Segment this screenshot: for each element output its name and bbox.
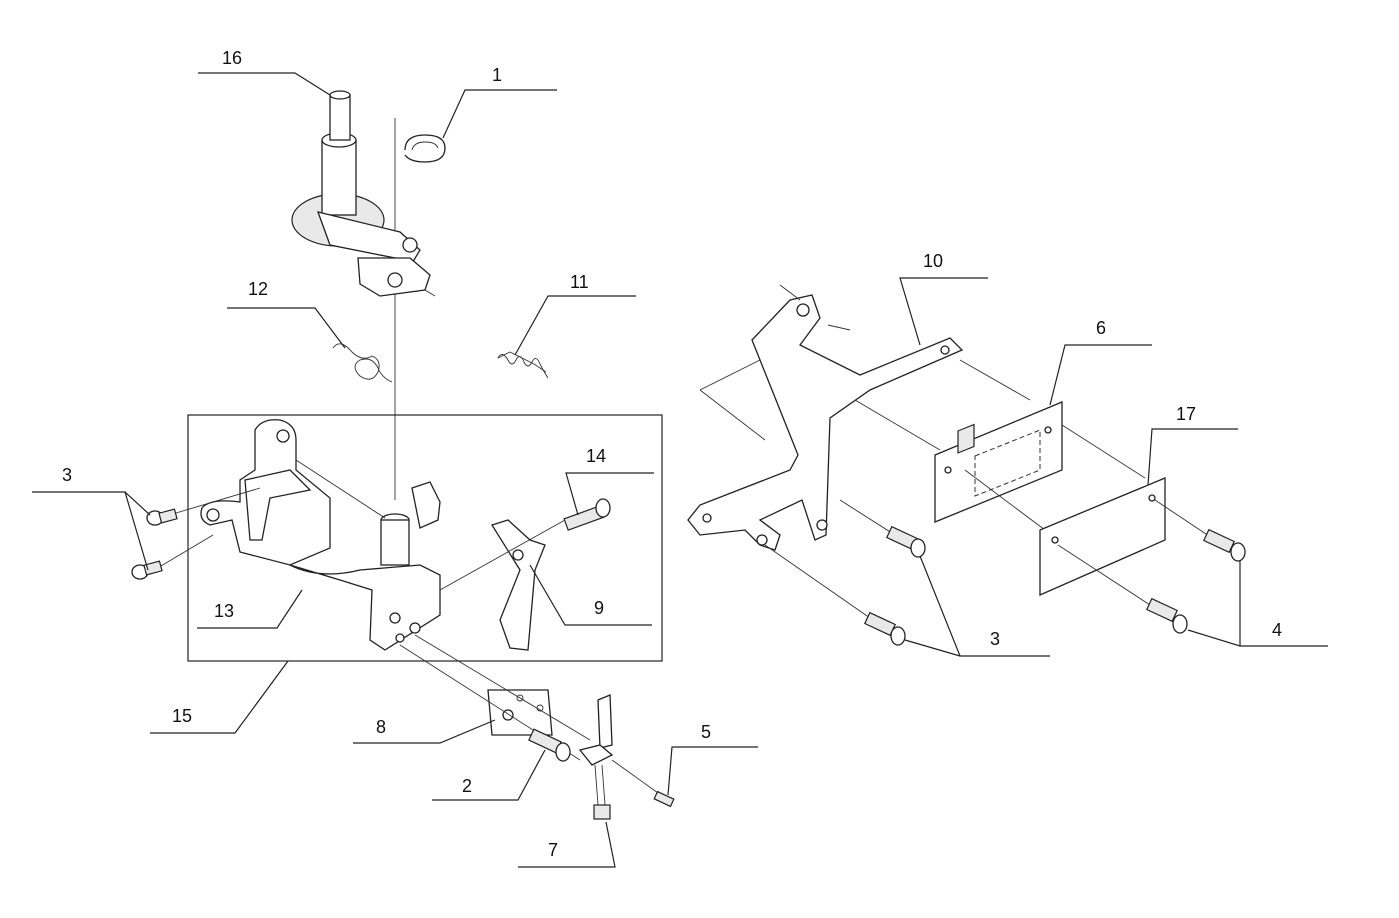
callout-16: 16 bbox=[222, 48, 242, 68]
left-assembly bbox=[131, 90, 675, 820]
leader-lines bbox=[32, 72, 1328, 868]
callout-15: 15 bbox=[172, 706, 192, 726]
part-11-extension-spring bbox=[497, 351, 549, 379]
part-14-shoulder-screw bbox=[563, 498, 611, 531]
part-8-plate bbox=[399, 634, 591, 761]
part-2-screw bbox=[528, 728, 571, 762]
part-7-sensor-connector bbox=[578, 694, 614, 820]
callout-9: 9 bbox=[594, 598, 604, 618]
callout-6: 6 bbox=[1096, 318, 1106, 338]
callout-14: 14 bbox=[586, 446, 606, 466]
part-10-bracket bbox=[687, 284, 1031, 551]
right-assembly bbox=[687, 284, 1246, 646]
part-16-shaft bbox=[291, 90, 436, 297]
part-1-e-ring bbox=[404, 134, 446, 163]
callout-17: 17 bbox=[1176, 404, 1196, 424]
part-9-lever bbox=[491, 519, 546, 651]
callout-4: 4 bbox=[1272, 620, 1282, 640]
part-12-torsion-spring bbox=[332, 343, 393, 383]
part-3-screws-left bbox=[131, 487, 261, 580]
callout-labels: 16 1 12 11 10 6 17 3 14 13 9 15 8 5 2 7 … bbox=[62, 48, 1282, 860]
callout-8: 8 bbox=[376, 717, 386, 737]
part-17-cover-plate bbox=[1039, 477, 1216, 606]
part-6-circuit-board bbox=[934, 401, 1146, 531]
part-13-main-bracket bbox=[200, 419, 441, 651]
part-3-screws-right bbox=[764, 499, 926, 646]
callout-5: 5 bbox=[701, 722, 711, 742]
callout-12: 12 bbox=[248, 279, 268, 299]
callout-7: 7 bbox=[548, 840, 558, 860]
callout-3-left: 3 bbox=[62, 465, 72, 485]
part-5-small-screw bbox=[611, 759, 675, 808]
callout-13: 13 bbox=[214, 601, 234, 621]
callout-3-right: 3 bbox=[990, 629, 1000, 649]
callout-10: 10 bbox=[923, 251, 943, 271]
callout-2: 2 bbox=[462, 776, 472, 796]
part-4-screws bbox=[1145, 528, 1246, 634]
callout-1: 1 bbox=[492, 65, 502, 85]
callout-11: 11 bbox=[570, 272, 589, 292]
